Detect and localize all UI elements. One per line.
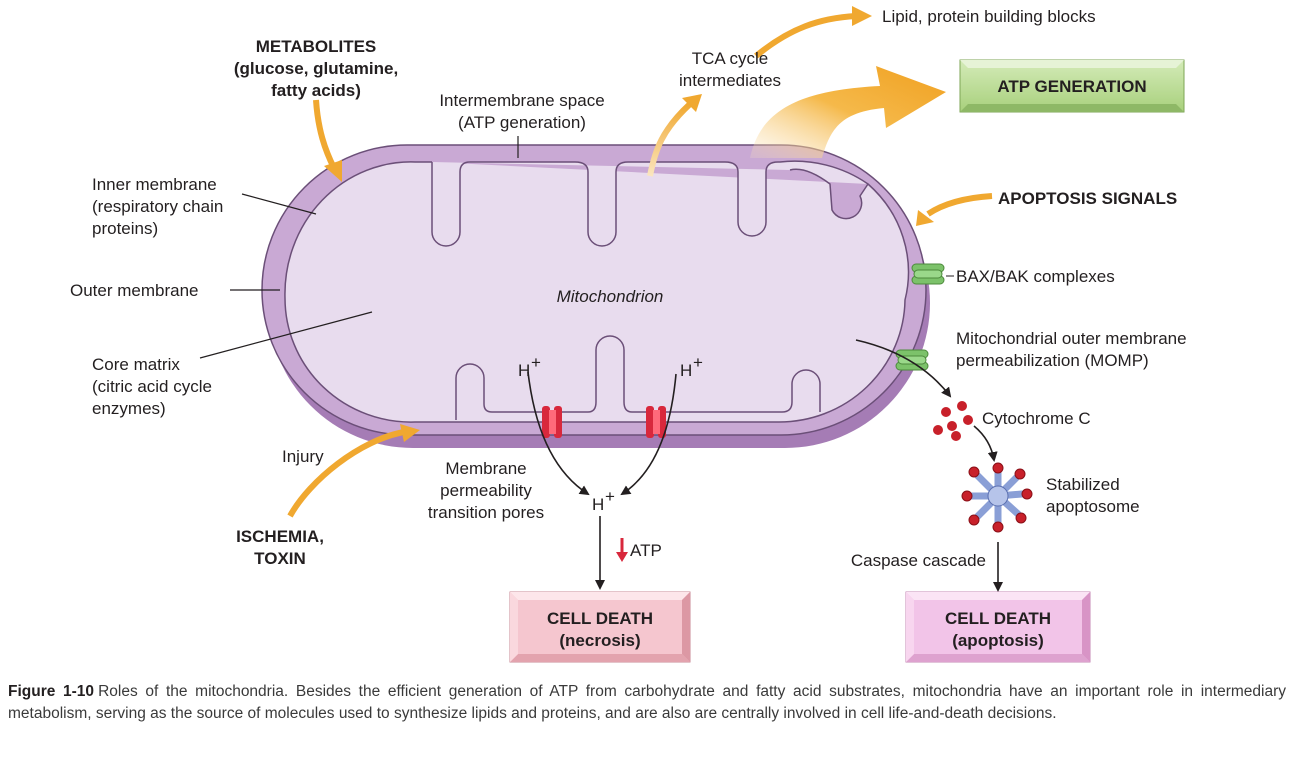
cytochrome-c-label: Cytochrome C xyxy=(982,409,1091,428)
svg-text:CELL DEATH: CELL DEATH xyxy=(547,609,653,628)
apoptosome-label: Stabilized apoptosome xyxy=(1046,475,1140,516)
lipid-arrow xyxy=(754,13,857,59)
lipid-label: Lipid, protein building blocks xyxy=(882,7,1096,26)
mitochondria-diagram: METABOLITES (glucose, glutamine, fatty a… xyxy=(70,6,1187,663)
svg-text:Intermembrane space: Intermembrane space xyxy=(439,91,604,110)
hplus-right-label: H + xyxy=(680,353,703,380)
svg-text:H: H xyxy=(518,361,530,380)
bax-bak-lower xyxy=(895,349,929,371)
svg-text:transition pores: transition pores xyxy=(428,503,544,522)
bax-bak-label: BAX/BAK complexes xyxy=(956,267,1115,286)
svg-text:intermediates: intermediates xyxy=(679,71,781,90)
mpt-label: Membrane permeability transition pores xyxy=(428,459,544,522)
cell-death-necrosis-box xyxy=(509,591,691,663)
svg-text:Stabilized: Stabilized xyxy=(1046,475,1120,494)
metabolites-arrow xyxy=(313,99,337,170)
figure-label: Figure 1-10 xyxy=(8,683,95,700)
core-matrix-label: Core matrix (citric acid cycle enzymes) xyxy=(92,355,212,418)
mpt-pore-right xyxy=(646,406,666,438)
svg-text:TCA cycle: TCA cycle xyxy=(692,49,769,68)
tca-arrow xyxy=(647,101,693,177)
mpt-pore-left xyxy=(542,406,562,438)
cell-death-apoptosis-box xyxy=(905,591,1091,663)
momp-label: Mitochondrial outer membrane permeabiliz… xyxy=(956,329,1187,370)
caspase-cascade-label: Caspase cascade xyxy=(851,551,986,570)
caption-text: Roles of the mitochondria. Besides the e… xyxy=(8,683,1286,722)
svg-text:H: H xyxy=(680,361,692,380)
inner-membrane-label: Inner membrane (respiratory chain protei… xyxy=(92,175,223,238)
svg-text:(citric acid cycle: (citric acid cycle xyxy=(92,377,212,396)
bax-bak-upper xyxy=(911,263,945,285)
svg-text:enzymes): enzymes) xyxy=(92,399,166,418)
svg-text:permeability: permeability xyxy=(440,481,532,500)
apoptosis-label: CELL DEATH (apoptosis) xyxy=(945,609,1051,650)
atp-generation-box xyxy=(959,59,1185,113)
hplus-left-label: H + xyxy=(518,353,541,380)
lower-cristae xyxy=(455,335,821,420)
metabolites-label: METABOLITES (glucose, glutamine, fatty a… xyxy=(234,37,398,100)
outer-membrane-label: Outer membrane xyxy=(70,281,199,300)
atp-generation-arrow xyxy=(750,66,946,158)
ischemia-arrow xyxy=(287,429,405,518)
injury-label: Injury xyxy=(282,447,324,466)
inner-membrane xyxy=(284,160,910,423)
mitochondrion xyxy=(261,144,930,448)
atp-generation-label: ATP GENERATION xyxy=(997,77,1146,96)
svg-text:fatty acids): fatty acids) xyxy=(271,81,361,100)
tca-label: TCA cycle intermediates xyxy=(679,49,781,90)
svg-text:H: H xyxy=(592,495,604,514)
svg-text:Membrane: Membrane xyxy=(445,459,526,478)
svg-text:ISCHEMIA,: ISCHEMIA, xyxy=(236,527,324,546)
svg-text:+: + xyxy=(605,487,615,506)
svg-text:(necrosis): (necrosis) xyxy=(559,631,640,650)
svg-text:Mitochondrial outer membrane: Mitochondrial outer membrane xyxy=(956,329,1187,348)
hplus-bottom-label: H + xyxy=(592,487,615,514)
svg-text:+: + xyxy=(531,353,541,372)
svg-text:(respiratory chain: (respiratory chain xyxy=(92,197,223,216)
cytochrome-c-molecules xyxy=(933,401,973,441)
svg-text:(glucose, glutamine,: (glucose, glutamine, xyxy=(234,59,398,78)
svg-text:+: + xyxy=(693,353,703,372)
svg-text:proteins): proteins) xyxy=(92,219,158,238)
svg-text:CELL DEATH: CELL DEATH xyxy=(945,609,1051,628)
atp-decrease-label: ATP xyxy=(630,541,662,560)
svg-text:(apoptosis): (apoptosis) xyxy=(952,631,1044,650)
leader-lines xyxy=(199,136,519,359)
ischemia-label: ISCHEMIA, TOXIN xyxy=(236,527,324,568)
svg-text:METABOLITES: METABOLITES xyxy=(256,37,377,56)
apoptosis-signals-label: APOPTOSIS SIGNALS xyxy=(998,189,1177,208)
mitochondrion-label: Mitochondrion xyxy=(557,287,664,306)
necrosis-label: CELL DEATH (necrosis) xyxy=(547,609,653,650)
svg-text:Core matrix: Core matrix xyxy=(92,355,180,374)
svg-text:(ATP generation): (ATP generation) xyxy=(458,113,586,132)
svg-text:permeabilization (MOMP): permeabilization (MOMP) xyxy=(956,351,1149,370)
apoptosome xyxy=(961,462,1033,533)
intermembrane-label: Intermembrane space (ATP generation) xyxy=(439,91,604,132)
apoptosis-signals-arrow xyxy=(926,193,993,217)
svg-text:TOXIN: TOXIN xyxy=(254,549,306,568)
svg-text:Inner membrane: Inner membrane xyxy=(92,175,217,194)
svg-text:apoptosome: apoptosome xyxy=(1046,497,1140,516)
